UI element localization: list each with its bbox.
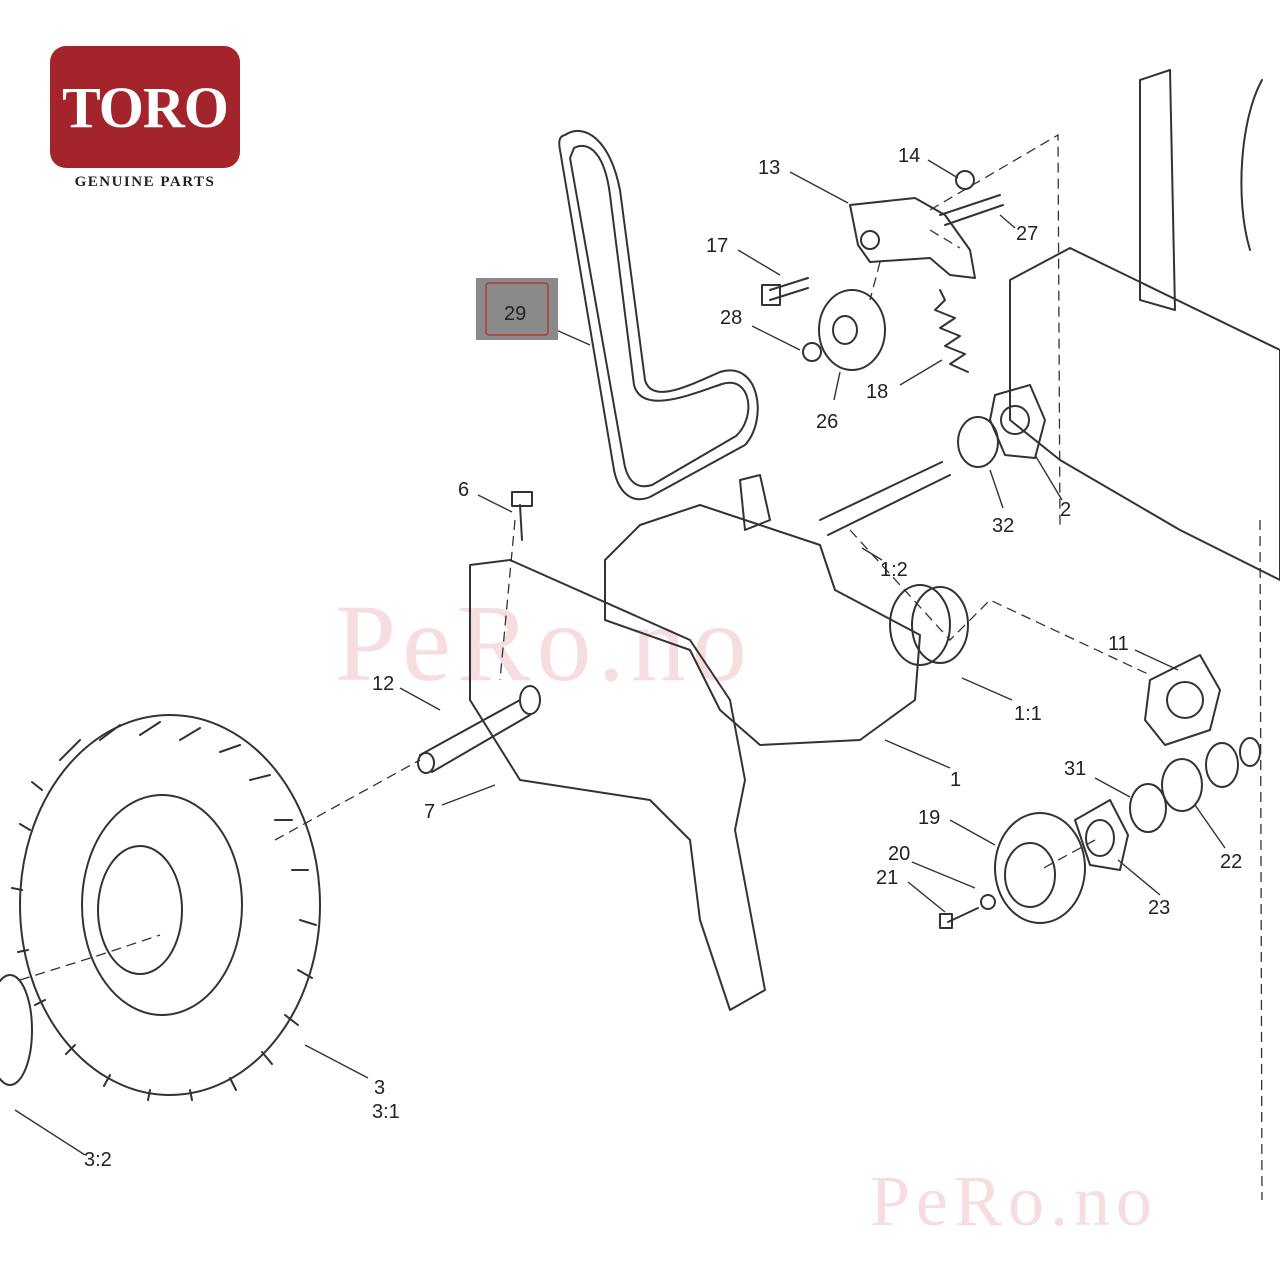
callout-3[interactable]: 3: [374, 1077, 385, 1099]
idler-pulley-26: [818, 289, 886, 371]
callout-28[interactable]: 28: [720, 307, 742, 329]
callout-32[interactable]: 32: [992, 515, 1014, 537]
highlight-box-29: [476, 278, 558, 340]
output-pulley-1-1: [889, 584, 951, 666]
callout-2[interactable]: 2: [1060, 499, 1071, 521]
gear-23: [1074, 799, 1129, 871]
flange-bearing-2: [989, 384, 1046, 459]
callout-7[interactable]: 7: [424, 801, 435, 823]
callout-13[interactable]: 13: [758, 157, 780, 179]
callout-11[interactable]: 11: [1108, 633, 1129, 655]
callout-23[interactable]: 23: [1148, 897, 1170, 919]
callout-27[interactable]: 27: [1016, 223, 1038, 245]
frame-plate: [469, 559, 766, 1011]
callout-19[interactable]: 19: [918, 807, 940, 829]
transmission-1: [604, 504, 921, 746]
watermark-center: PeRo.no: [335, 582, 753, 704]
washer-20: [980, 894, 996, 910]
callout-3-1[interactable]: 3:1: [372, 1101, 400, 1123]
bushing-32: [957, 416, 999, 468]
callout-3-2[interactable]: 3:2: [84, 1149, 112, 1171]
callout-21[interactable]: 21: [876, 867, 898, 889]
drive-belt-29: [558, 129, 759, 500]
bolt-17: [769, 277, 809, 301]
hub-3-2: [0, 974, 33, 1086]
logo-wordmark: TORO: [62, 75, 229, 140]
registered-mark: ®: [268, 164, 278, 179]
idler-bracket-13: [849, 197, 976, 279]
spring-18: [934, 289, 969, 373]
callout-12[interactable]: 12: [372, 673, 394, 695]
callout-6[interactable]: 6: [458, 479, 469, 501]
toro-logo[interactable]: TORO ®: [50, 46, 278, 179]
gear-plate-11: [1144, 654, 1221, 746]
callout-18[interactable]: 18: [866, 381, 888, 403]
bolt-6: [519, 504, 523, 541]
logo-tagline: GENUINE PARTS: [74, 174, 216, 190]
watermark-bottom: PeRo.no: [870, 1161, 1159, 1241]
callout-20[interactable]: 20: [888, 843, 910, 865]
callout-1[interactable]: 1: [950, 769, 961, 791]
bearing-22: [1161, 758, 1203, 812]
callout-26[interactable]: 26: [816, 411, 838, 433]
washer-14: [955, 170, 975, 190]
callout-1-2[interactable]: 1:2: [880, 559, 908, 581]
callout-1-1[interactable]: 1:1: [1014, 703, 1042, 725]
axle-pin-12: [419, 699, 531, 773]
ring-31: [1129, 783, 1167, 833]
pulley-19: [994, 812, 1086, 924]
right-frame: [1009, 247, 1280, 581]
bolt-27: [939, 194, 1004, 226]
callout-22[interactable]: 22: [1220, 851, 1242, 873]
callout-17[interactable]: 17: [706, 235, 728, 257]
tire-wheel-3: [11, 714, 321, 1101]
callout-29[interactable]: 29: [504, 303, 526, 325]
highlight-inner-29: [485, 282, 549, 336]
callout-14[interactable]: 14: [898, 145, 920, 167]
nut-28: [802, 342, 822, 362]
callout-31[interactable]: 31: [1064, 758, 1086, 780]
